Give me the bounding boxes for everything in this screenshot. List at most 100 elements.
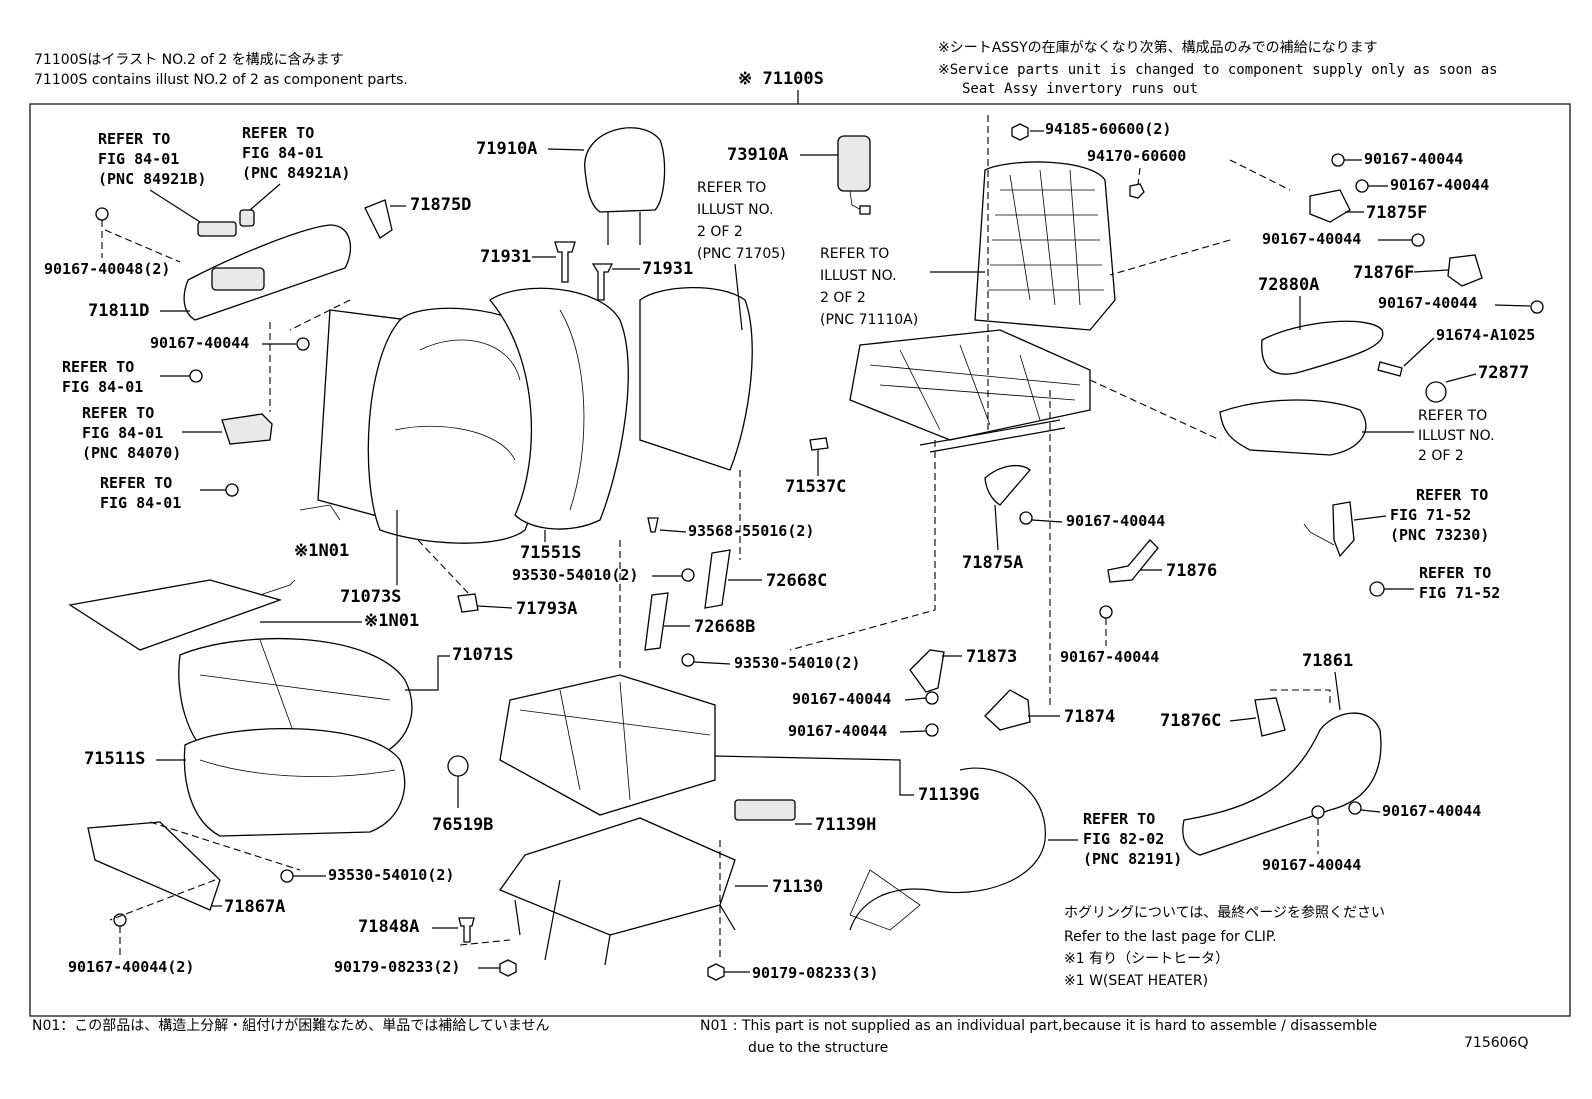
label-93530-b[interactable]: 93530-54010(2) <box>734 654 860 672</box>
clip-93530-54010-a[interactable] <box>681 568 695 582</box>
label-90179-2[interactable]: 90179-08233(2) <box>334 958 460 976</box>
label-71551S[interactable]: 71551S <box>520 543 581 563</box>
label-71073S[interactable]: 71073S <box>340 587 401 607</box>
label-72880A[interactable]: 72880A <box>1258 275 1319 295</box>
rail-72668C[interactable] <box>704 549 731 609</box>
bolt-90167-40044-c[interactable] <box>1411 233 1425 247</box>
label-71931-left[interactable]: 71931 <box>480 247 531 267</box>
bracket-71139H[interactable] <box>734 799 796 821</box>
nut-90179-08233-b[interactable] <box>707 963 725 981</box>
ref-illust-2of2-pnc71110A[interactable]: REFER TO ILLUST NO. 2 OF 2 (PNC 71110A) <box>820 246 918 328</box>
switch-84921A[interactable] <box>239 209 255 227</box>
ref-fig-84-01-b[interactable]: REFER TO FIG 84-01 <box>100 474 181 512</box>
label-90167-i[interactable]: 90167-40044 <box>788 722 887 740</box>
seatback-cover-71551S[interactable] <box>489 287 629 530</box>
bolt-91674-A1025[interactable] <box>1377 361 1403 377</box>
bracket-71874[interactable] <box>984 689 1031 731</box>
ref-fig-84-01-84921A[interactable]: REFER TO FIG 84-01 (PNC 84921A) <box>242 124 350 182</box>
label-N01-b[interactable]: ※1N01 <box>364 611 419 631</box>
label-71793A[interactable]: 71793A <box>516 599 577 619</box>
label-90167-j[interactable]: 90167-40044 <box>1382 802 1481 820</box>
label-71931-right[interactable]: 71931 <box>642 259 693 279</box>
label-90167-k[interactable]: 90167-40044 <box>1262 856 1361 874</box>
seatback-board[interactable] <box>639 286 753 471</box>
label-71811D[interactable]: 71811D <box>88 301 149 321</box>
cushion-heater-mat[interactable] <box>68 579 296 651</box>
bolt-90167-40044-e[interactable] <box>296 337 310 351</box>
ref-illust-2of2-pnc71705[interactable]: REFER TO ILLUST NO. 2 OF 2 (PNC 71705) <box>697 180 786 262</box>
label-93568-55016[interactable]: 93568-55016(2) <box>688 522 814 540</box>
label-71875F[interactable]: 71875F <box>1366 203 1427 223</box>
label-71876F[interactable]: 71876F <box>1353 263 1414 283</box>
clip-ref-84-01-a[interactable] <box>189 369 203 383</box>
label-90179-3[interactable]: 90179-08233(3) <box>752 964 878 982</box>
ref-fig-71-52[interactable]: REFER TO FIG 71-52 <box>1419 564 1500 602</box>
cap-71537C[interactable] <box>809 437 829 451</box>
side-airbag-73910A[interactable] <box>837 135 871 215</box>
label-72668B[interactable]: 72668B <box>694 617 755 637</box>
label-90167-c[interactable]: 90167-40044 <box>1262 230 1361 248</box>
cover-71875A[interactable] <box>984 464 1031 506</box>
nut-94185-60600[interactable] <box>1011 123 1029 141</box>
label-71861[interactable]: 71861 <box>1302 651 1353 671</box>
ref-fig-84-01-a[interactable]: REFER TO FIG 84-01 <box>62 358 143 396</box>
armrest-72880A[interactable] <box>1261 320 1384 375</box>
seat-riser-71130[interactable] <box>498 817 736 966</box>
label-76519B[interactable]: 76519B <box>432 815 493 835</box>
bolt-90167-40044-i[interactable] <box>925 723 939 737</box>
label-90167-f[interactable]: 90167-40044 <box>1066 512 1165 530</box>
headrest-support-left-71931[interactable] <box>554 241 576 283</box>
bolt-90167-40044-d[interactable] <box>1530 300 1544 314</box>
shield-71811D[interactable] <box>183 224 352 321</box>
cover-71867A[interactable] <box>87 821 221 911</box>
label-72877[interactable]: 72877 <box>1478 363 1529 383</box>
cap-72877[interactable] <box>1425 381 1447 403</box>
label-71071S[interactable]: 71071S <box>452 645 513 665</box>
ref-fig-71-52-pnc[interactable]: REFER TO FIG 71-52 (PNC 73230) <box>1390 486 1489 544</box>
seat-frame-assembly[interactable] <box>849 161 1116 453</box>
label-90167-h[interactable]: 90167-40044 <box>792 690 891 708</box>
side-cover-cushion[interactable] <box>1219 399 1367 456</box>
label-73910A[interactable]: 73910A <box>727 145 788 165</box>
label-90167-g[interactable]: 90167-40044 <box>1060 648 1159 666</box>
label-72668C[interactable]: 72668C <box>766 571 827 591</box>
bolt-90167-40044-k[interactable] <box>1311 805 1325 819</box>
label-71876C[interactable]: 71876C <box>1160 711 1221 731</box>
label-71139G[interactable]: 71139G <box>918 785 979 805</box>
label-71874[interactable]: 71874 <box>1064 707 1115 727</box>
label-93530-c[interactable]: 93530-54010(2) <box>328 866 454 884</box>
headrest-support-right-71931[interactable] <box>591 263 614 301</box>
bracket-71876F[interactable] <box>1447 254 1483 287</box>
label-71511S[interactable]: 71511S <box>84 749 145 769</box>
bracket-71873[interactable] <box>909 649 945 693</box>
clip-ref-84-01-b[interactable] <box>225 483 239 497</box>
button-76519B[interactable] <box>447 755 469 808</box>
label-71875D[interactable]: 71875D <box>410 195 471 215</box>
label-71910A[interactable]: 71910A <box>476 139 537 159</box>
bracket-71876C[interactable] <box>1254 697 1286 737</box>
bolt-71848A[interactable] <box>458 917 475 943</box>
bracket-71875F[interactable] <box>1309 189 1351 223</box>
bolt-90167-40044-b[interactable] <box>1355 179 1369 193</box>
clip-71793A[interactable] <box>457 593 479 613</box>
label-71848A[interactable]: 71848A <box>358 917 419 937</box>
bolt-90167-40044-g[interactable] <box>1099 605 1113 619</box>
label-90167-40044-2[interactable]: 90167-40044(2) <box>68 958 194 976</box>
bolt-90167-40044-f[interactable] <box>1019 511 1033 525</box>
ref-fig-84-01-84921B[interactable]: REFER TO FIG 84-01 (PNC 84921B) <box>98 130 206 188</box>
label-91674-A1025[interactable]: 91674-A1025 <box>1436 326 1535 344</box>
cover-71876[interactable] <box>1107 539 1159 583</box>
label-71867A[interactable]: 71867A <box>224 897 285 917</box>
cushion-frame-71139G[interactable] <box>499 674 716 816</box>
wire-harness[interactable] <box>849 767 1046 931</box>
clip-93530-54010-b[interactable] <box>681 653 695 667</box>
bolt-90167-40048[interactable] <box>95 207 109 221</box>
label-71873[interactable]: 71873 <box>966 647 1017 667</box>
label-90167-e[interactable]: 90167-40044 <box>150 334 249 352</box>
cushion-pad-71511S[interactable] <box>183 727 406 837</box>
assy-label[interactable]: ※ 71100S <box>738 69 824 89</box>
label-71875A[interactable]: 71875A <box>962 553 1023 573</box>
label-71537C[interactable]: 71537C <box>785 477 846 497</box>
ref-fig-84-01-84070[interactable]: REFER TO FIG 84-01 (PNC 84070) <box>82 404 181 462</box>
bolt-90167-40044-a[interactable] <box>1331 153 1345 167</box>
